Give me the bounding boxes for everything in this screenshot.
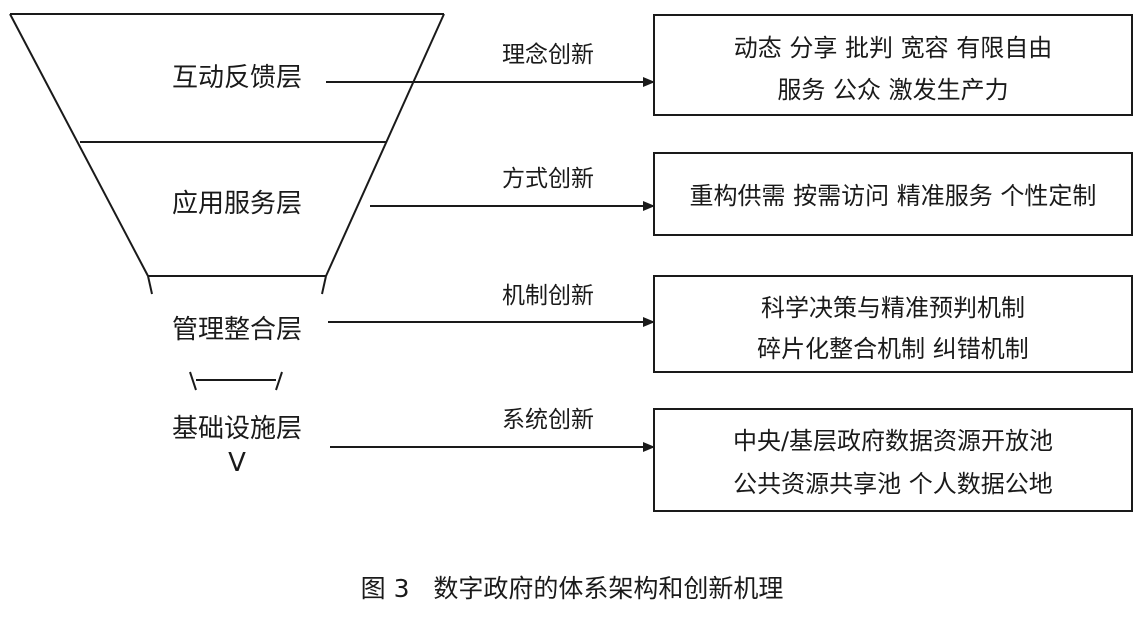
funnel-left-stub	[189, 371, 197, 391]
arrow-label-mechanism: 机制创新	[502, 283, 594, 309]
funnel-left-edge	[9, 13, 149, 277]
figure-caption: 图 3 数字政府的体系架构和创新机理	[361, 574, 784, 603]
funnel-right-stub	[275, 371, 283, 391]
arrow-label-system: 系统创新	[502, 407, 594, 433]
box-method	[653, 152, 1133, 236]
box-mechanism-line-2: 碎片化整合机制 纠错机制	[757, 335, 1029, 363]
box-mechanism-line-1: 科学决策与精准预判机制	[761, 294, 1025, 322]
funnel	[9, 13, 445, 391]
box-method-line-1: 重构供需 按需访问 精准服务 个性定制	[690, 182, 1097, 210]
funnel-right-tail	[321, 275, 327, 295]
layer-label-application: 应用服务层	[172, 189, 302, 219]
box-system-line-1: 中央/基层政府数据资源开放池	[733, 427, 1053, 455]
arrow-label-concept: 理念创新	[502, 42, 594, 68]
box-system-line-2: 公共资源共享池 个人数据公地	[733, 470, 1053, 498]
box-concept-line-1: 动态 分享 批判 宽容 有限自由	[734, 34, 1053, 62]
layer-label-management: 管理整合层	[172, 315, 302, 345]
box-concept	[653, 14, 1133, 116]
funnel-left-tail	[147, 275, 153, 295]
arrow-label-method: 方式创新	[502, 166, 594, 192]
box-system	[653, 408, 1133, 512]
box-concept-line-2: 服务 公众 激发生产力	[777, 76, 1008, 104]
funnel-right-edge	[325, 13, 445, 277]
box-mechanism	[653, 275, 1133, 373]
layer-label-infrastructure: 基础设施层	[172, 414, 302, 444]
layer-label-interaction: 互动反馈层	[172, 63, 302, 93]
funnel-bottom-mark: V	[228, 448, 246, 478]
